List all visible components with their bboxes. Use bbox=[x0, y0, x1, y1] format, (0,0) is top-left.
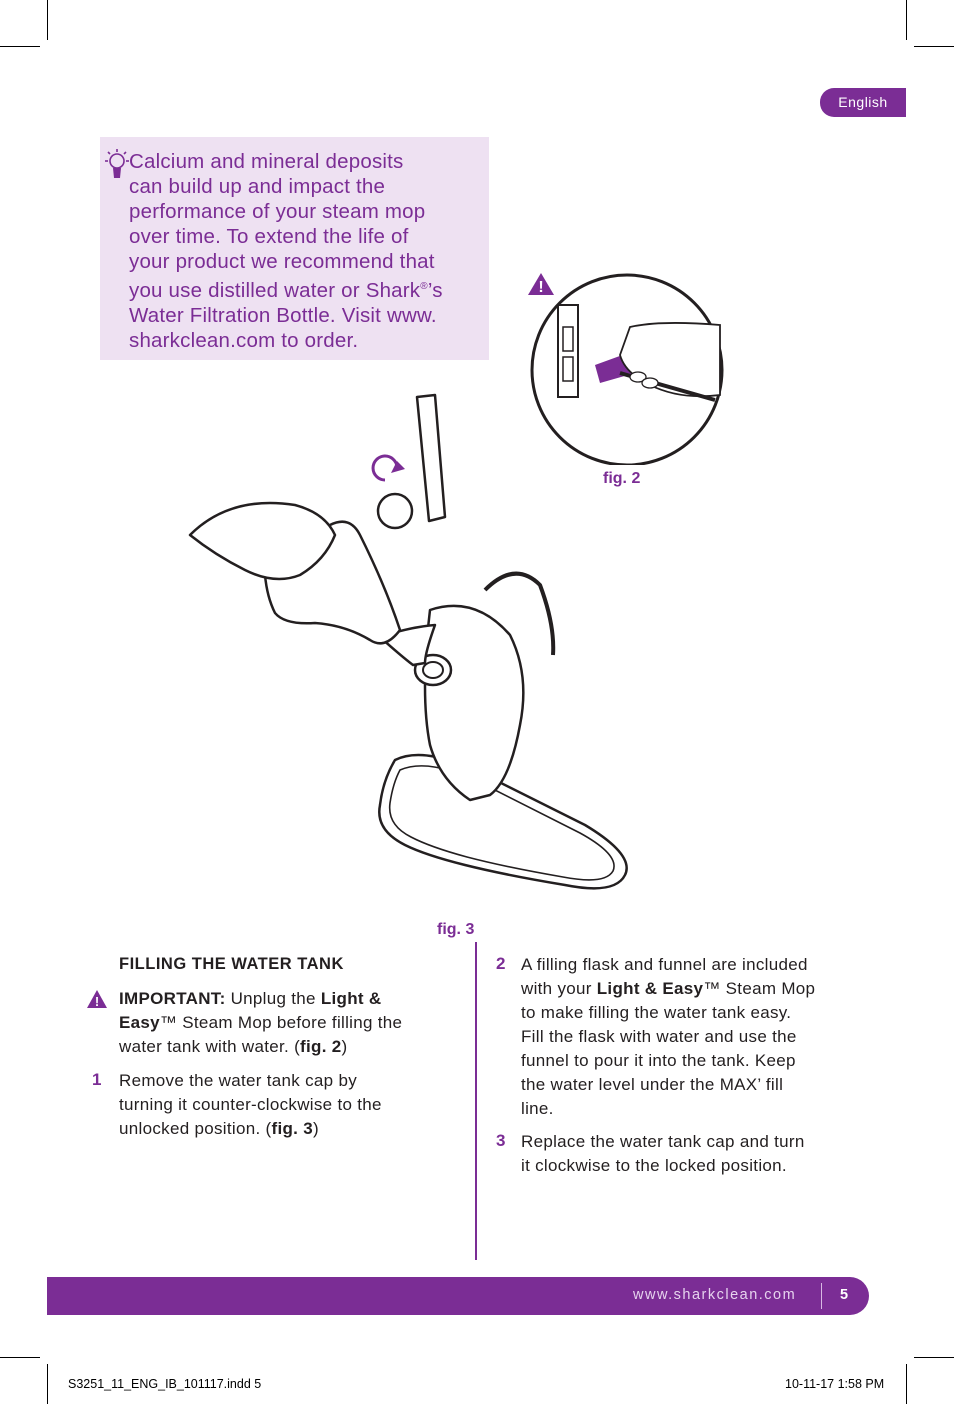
tip-line: sharkclean.com to order. bbox=[129, 328, 359, 352]
brand-name: Light & bbox=[320, 989, 382, 1008]
footer-bar bbox=[47, 1277, 869, 1315]
step-line: Replace the water tank cap and turn bbox=[521, 1132, 805, 1151]
important-line: Easy™ Steam Mop before filling the bbox=[119, 1011, 459, 1035]
figure-reference: fig. 3 bbox=[271, 1119, 313, 1138]
warning-icon: ! bbox=[87, 990, 107, 1009]
section-heading: FILLING THE WATER TANK bbox=[119, 955, 344, 973]
crop-mark bbox=[914, 46, 954, 47]
tip-line-text: you use distilled water or Shark bbox=[129, 278, 421, 302]
tip-line-text: ’s bbox=[427, 278, 443, 302]
crop-mark bbox=[0, 1357, 40, 1358]
tip-box: Calcium and mineral deposits can build u… bbox=[100, 137, 489, 360]
tip-line: over time. To extend the life of bbox=[129, 225, 409, 248]
step-text: ) bbox=[312, 1119, 319, 1138]
step-line: Fill the flask with water and use the bbox=[521, 1027, 797, 1046]
tip-line: you use distilled water or Shark®’s bbox=[129, 274, 479, 303]
step-line: Remove the water tank cap by bbox=[119, 1071, 358, 1090]
tip-text: Calcium and mineral deposits can build u… bbox=[129, 149, 479, 353]
page-number: 5 bbox=[840, 1287, 849, 1303]
tip-line: performance of your steam mop bbox=[129, 200, 426, 223]
svg-text:!: ! bbox=[538, 279, 543, 296]
tip-line: Water Filtration Bottle. Visit www. bbox=[129, 303, 437, 327]
crop-mark bbox=[0, 46, 40, 47]
registered-mark: ® bbox=[420, 281, 428, 292]
important-line: water tank with water. (fig. 2) bbox=[119, 1035, 459, 1059]
step-line: line. bbox=[521, 1099, 554, 1118]
fig2-illustration: ! bbox=[528, 273, 724, 465]
footer-url[interactable]: www.sharkclean.com bbox=[633, 1287, 797, 1303]
important-line: IMPORTANT: Unplug the Light & bbox=[119, 987, 459, 1011]
language-tab: English bbox=[820, 88, 906, 117]
important-text: Steam Mop before filling the bbox=[177, 1013, 403, 1032]
brand-name: Light & Easy bbox=[596, 979, 704, 998]
brand-name: Easy bbox=[119, 1013, 160, 1032]
crop-mark bbox=[906, 1364, 907, 1404]
crop-mark bbox=[47, 0, 48, 40]
figure-reference: fig. 2 bbox=[300, 1037, 342, 1056]
step-3-text: Replace the water tank cap and turn it c… bbox=[521, 1130, 871, 1178]
step-number: 1 bbox=[92, 1070, 102, 1089]
step-number: 2 bbox=[496, 954, 506, 973]
footer-divider bbox=[821, 1283, 822, 1309]
slug-date: 10-11-17 1:58 PM bbox=[785, 1377, 885, 1391]
important-text: Unplug the bbox=[225, 989, 321, 1008]
important-note: IMPORTANT: Unplug the Light & Easy™ Stea… bbox=[119, 987, 459, 1059]
trademark: ™ bbox=[159, 1013, 178, 1032]
important-text: water tank with water. ( bbox=[119, 1037, 301, 1056]
column-divider bbox=[475, 942, 477, 1260]
step-text: Steam Mop bbox=[720, 979, 816, 998]
warning-icon bbox=[528, 273, 554, 295]
crop-mark bbox=[914, 1357, 954, 1358]
fig3-label: fig. 3 bbox=[437, 921, 475, 938]
crop-mark bbox=[906, 0, 907, 40]
step-line: it clockwise to the locked position. bbox=[521, 1156, 787, 1175]
tip-line: your product we recommend that bbox=[129, 250, 435, 273]
lightbulb-icon bbox=[105, 149, 129, 178]
crop-mark bbox=[47, 1364, 48, 1404]
step-1-text: Remove the water tank cap by turning it … bbox=[119, 1069, 459, 1141]
tip-line: can build up and impact the bbox=[129, 175, 386, 198]
step-line: the water level under the MAX’ fill bbox=[521, 1075, 784, 1094]
step-text: unlocked position. ( bbox=[119, 1119, 272, 1138]
fig3-illustration bbox=[188, 393, 628, 890]
step-2-text: A filling flask and funnel are included … bbox=[521, 953, 871, 1121]
step-line: funnel to pour it into the tank. Keep bbox=[521, 1051, 796, 1070]
step-number: 3 bbox=[496, 1131, 506, 1150]
tip-line: Calcium and mineral deposits bbox=[129, 150, 404, 173]
step-line: A filling flask and funnel are included bbox=[521, 955, 808, 974]
svg-text:!: ! bbox=[95, 994, 99, 1009]
trademark: ™ bbox=[703, 979, 721, 998]
important-label: IMPORTANT: bbox=[119, 989, 226, 1008]
step-text: with your bbox=[521, 979, 597, 998]
step-line: turning it counter-clockwise to the bbox=[119, 1095, 382, 1114]
step-line: unlocked position. (fig. 3) bbox=[119, 1117, 459, 1141]
important-text: ) bbox=[341, 1037, 348, 1056]
step-line: to make filling the water tank easy. bbox=[521, 1003, 792, 1022]
fig2-label: fig. 2 bbox=[603, 470, 641, 487]
step-line: with your Light & Easy™ Steam Mop bbox=[521, 977, 871, 1001]
slug-filename: S3251_11_ENG_IB_101117.indd 5 bbox=[68, 1377, 262, 1391]
